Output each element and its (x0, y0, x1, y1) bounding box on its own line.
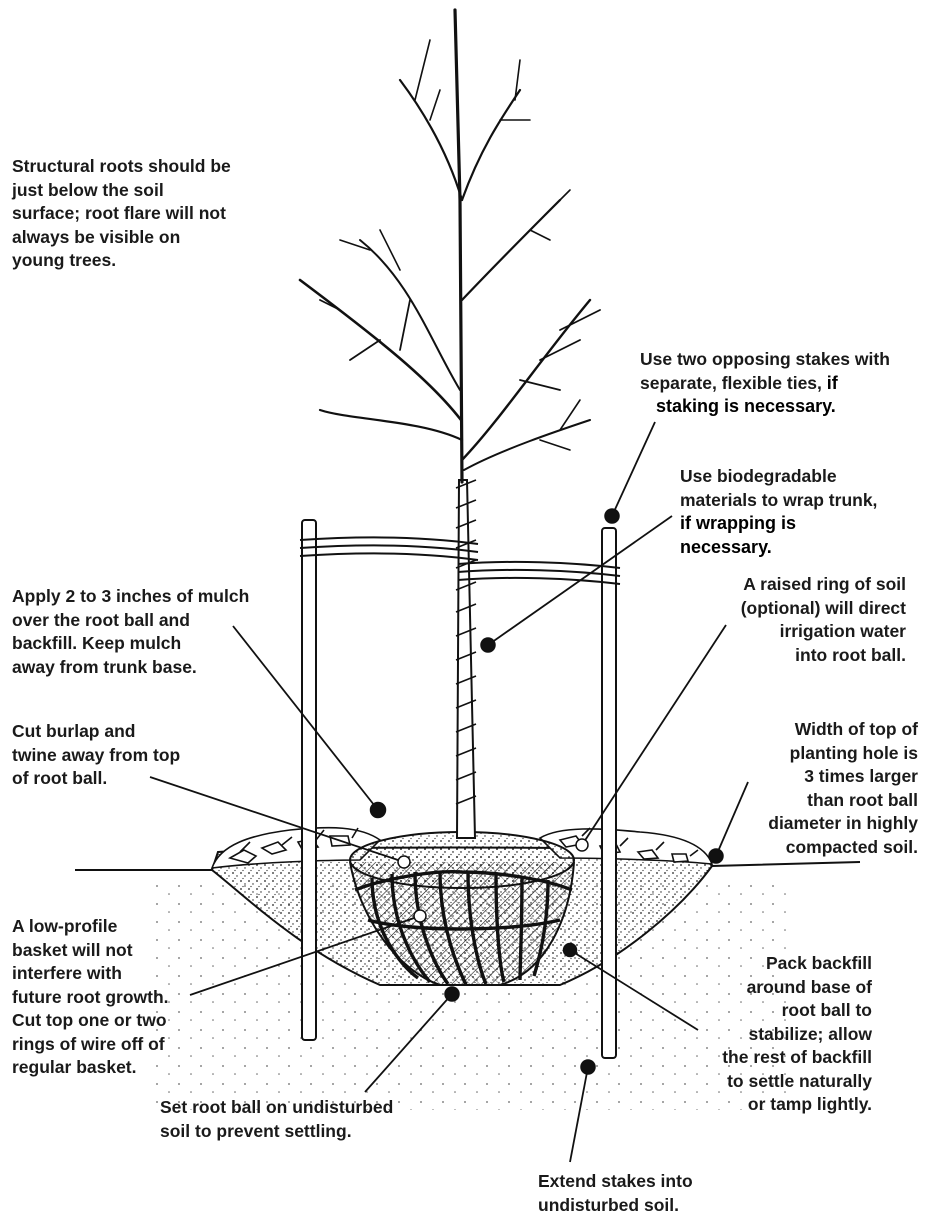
tree-branches (300, 10, 600, 482)
label-line: stabilize; allow (722, 1023, 872, 1047)
leader-width (716, 782, 748, 856)
label-raised-ring: A raised ring of soil (optional) will di… (741, 573, 906, 667)
label-line: future root growth. (12, 986, 169, 1010)
label-line: 3 times larger (768, 765, 918, 789)
label-line: A raised ring of soil (741, 573, 906, 597)
label-mulch: Apply 2 to 3 inches of mulch over the ro… (12, 585, 249, 679)
label-line: Width of top of (768, 718, 918, 742)
label-line: Pack backfill (722, 952, 872, 976)
label-emphasis: necessary. (680, 537, 772, 557)
label-line: to settle naturally (722, 1070, 872, 1094)
label-line: Extend stakes into (538, 1170, 693, 1194)
label-line: twine away from top (12, 744, 180, 768)
dot-backfill (564, 944, 577, 957)
label-line: young trees. (12, 249, 231, 273)
label-line: Structural roots should be (12, 155, 231, 179)
label-line: of root ball. (12, 767, 180, 791)
label-line: Use biodegradable (680, 465, 877, 489)
label-line: backfill. Keep mulch (12, 632, 249, 656)
label-width: Width of top of planting hole is 3 times… (768, 718, 918, 859)
label-line: root ball to (722, 999, 872, 1023)
label-line: A low-profile (12, 915, 169, 939)
label-line: or tamp lightly. (722, 1093, 872, 1117)
label-line: necessary. (680, 536, 877, 560)
label-line: than root ball (768, 789, 918, 813)
label-extend-stakes: Extend stakes into undisturbed soil. (538, 1170, 693, 1217)
dot-rootball (445, 987, 459, 1001)
dot-basket (414, 910, 426, 922)
dot-stakes (605, 509, 619, 523)
label-stakes: Use two opposing stakes with separate, f… (640, 348, 890, 419)
label-line: Use two opposing stakes with (640, 348, 890, 372)
label-line: soil to prevent settling. (160, 1120, 393, 1144)
label-root-ball: Set root ball on undisturbed soil to pre… (160, 1096, 393, 1143)
label-line: Apply 2 to 3 inches of mulch (12, 585, 249, 609)
label-line: over the root ball and (12, 609, 249, 633)
label-line: surface; root flare will not (12, 202, 231, 226)
label-line: the rest of backfill (722, 1046, 872, 1070)
dot-burlap (398, 856, 410, 868)
label-emphasis: if (827, 373, 838, 393)
dot-width (709, 849, 723, 863)
label-backfill: Pack backfill around base of root ball t… (722, 952, 872, 1117)
label-line: around base of (722, 976, 872, 1000)
leader-wrap (488, 516, 672, 645)
dot-mulch (371, 803, 386, 818)
label-line: always be visible on (12, 226, 231, 250)
label-line: diameter in highly (768, 812, 918, 836)
label-line: separate, flexible ties, if (640, 372, 890, 396)
label-line: Set root ball on undisturbed (160, 1096, 393, 1120)
label-line: interfere with (12, 962, 169, 986)
label-line: into root ball. (741, 644, 906, 668)
label-line: undisturbed soil. (538, 1194, 693, 1217)
dot-wrap (481, 638, 495, 652)
label-line: rings of wire off of (12, 1033, 169, 1057)
label-line: planting hole is (768, 742, 918, 766)
label-emphasis: if wrapping is (680, 513, 796, 533)
label-basket: A low-profile basket will not interfere … (12, 915, 169, 1080)
label-wrap: Use biodegradable materials to wrap trun… (680, 465, 877, 559)
label-line: compacted soil. (768, 836, 918, 860)
label-line: away from trunk base. (12, 656, 249, 680)
label-line: Cut burlap and (12, 720, 180, 744)
label-line: regular basket. (12, 1056, 169, 1080)
label-line: materials to wrap trunk, (680, 489, 877, 513)
dot-ring (576, 839, 588, 851)
dot-extend (581, 1060, 595, 1074)
label-line: Cut top one or two (12, 1009, 169, 1033)
leader-stakes (612, 422, 655, 516)
label-structural-roots: Structural roots should be just below th… (12, 155, 231, 273)
label-emphasis: staking is necessary. (656, 396, 836, 416)
tree-trunk (456, 480, 476, 838)
label-burlap: Cut burlap and twine away from top of ro… (12, 720, 180, 791)
label-line: just below the soil (12, 179, 231, 203)
label-line: irrigation water (741, 620, 906, 644)
label-line: staking is necessary. (640, 395, 890, 419)
label-line: if wrapping is (680, 512, 877, 536)
label-line: basket will not (12, 939, 169, 963)
label-line: (optional) will direct (741, 597, 906, 621)
label-text: separate, flexible ties, (640, 373, 827, 393)
